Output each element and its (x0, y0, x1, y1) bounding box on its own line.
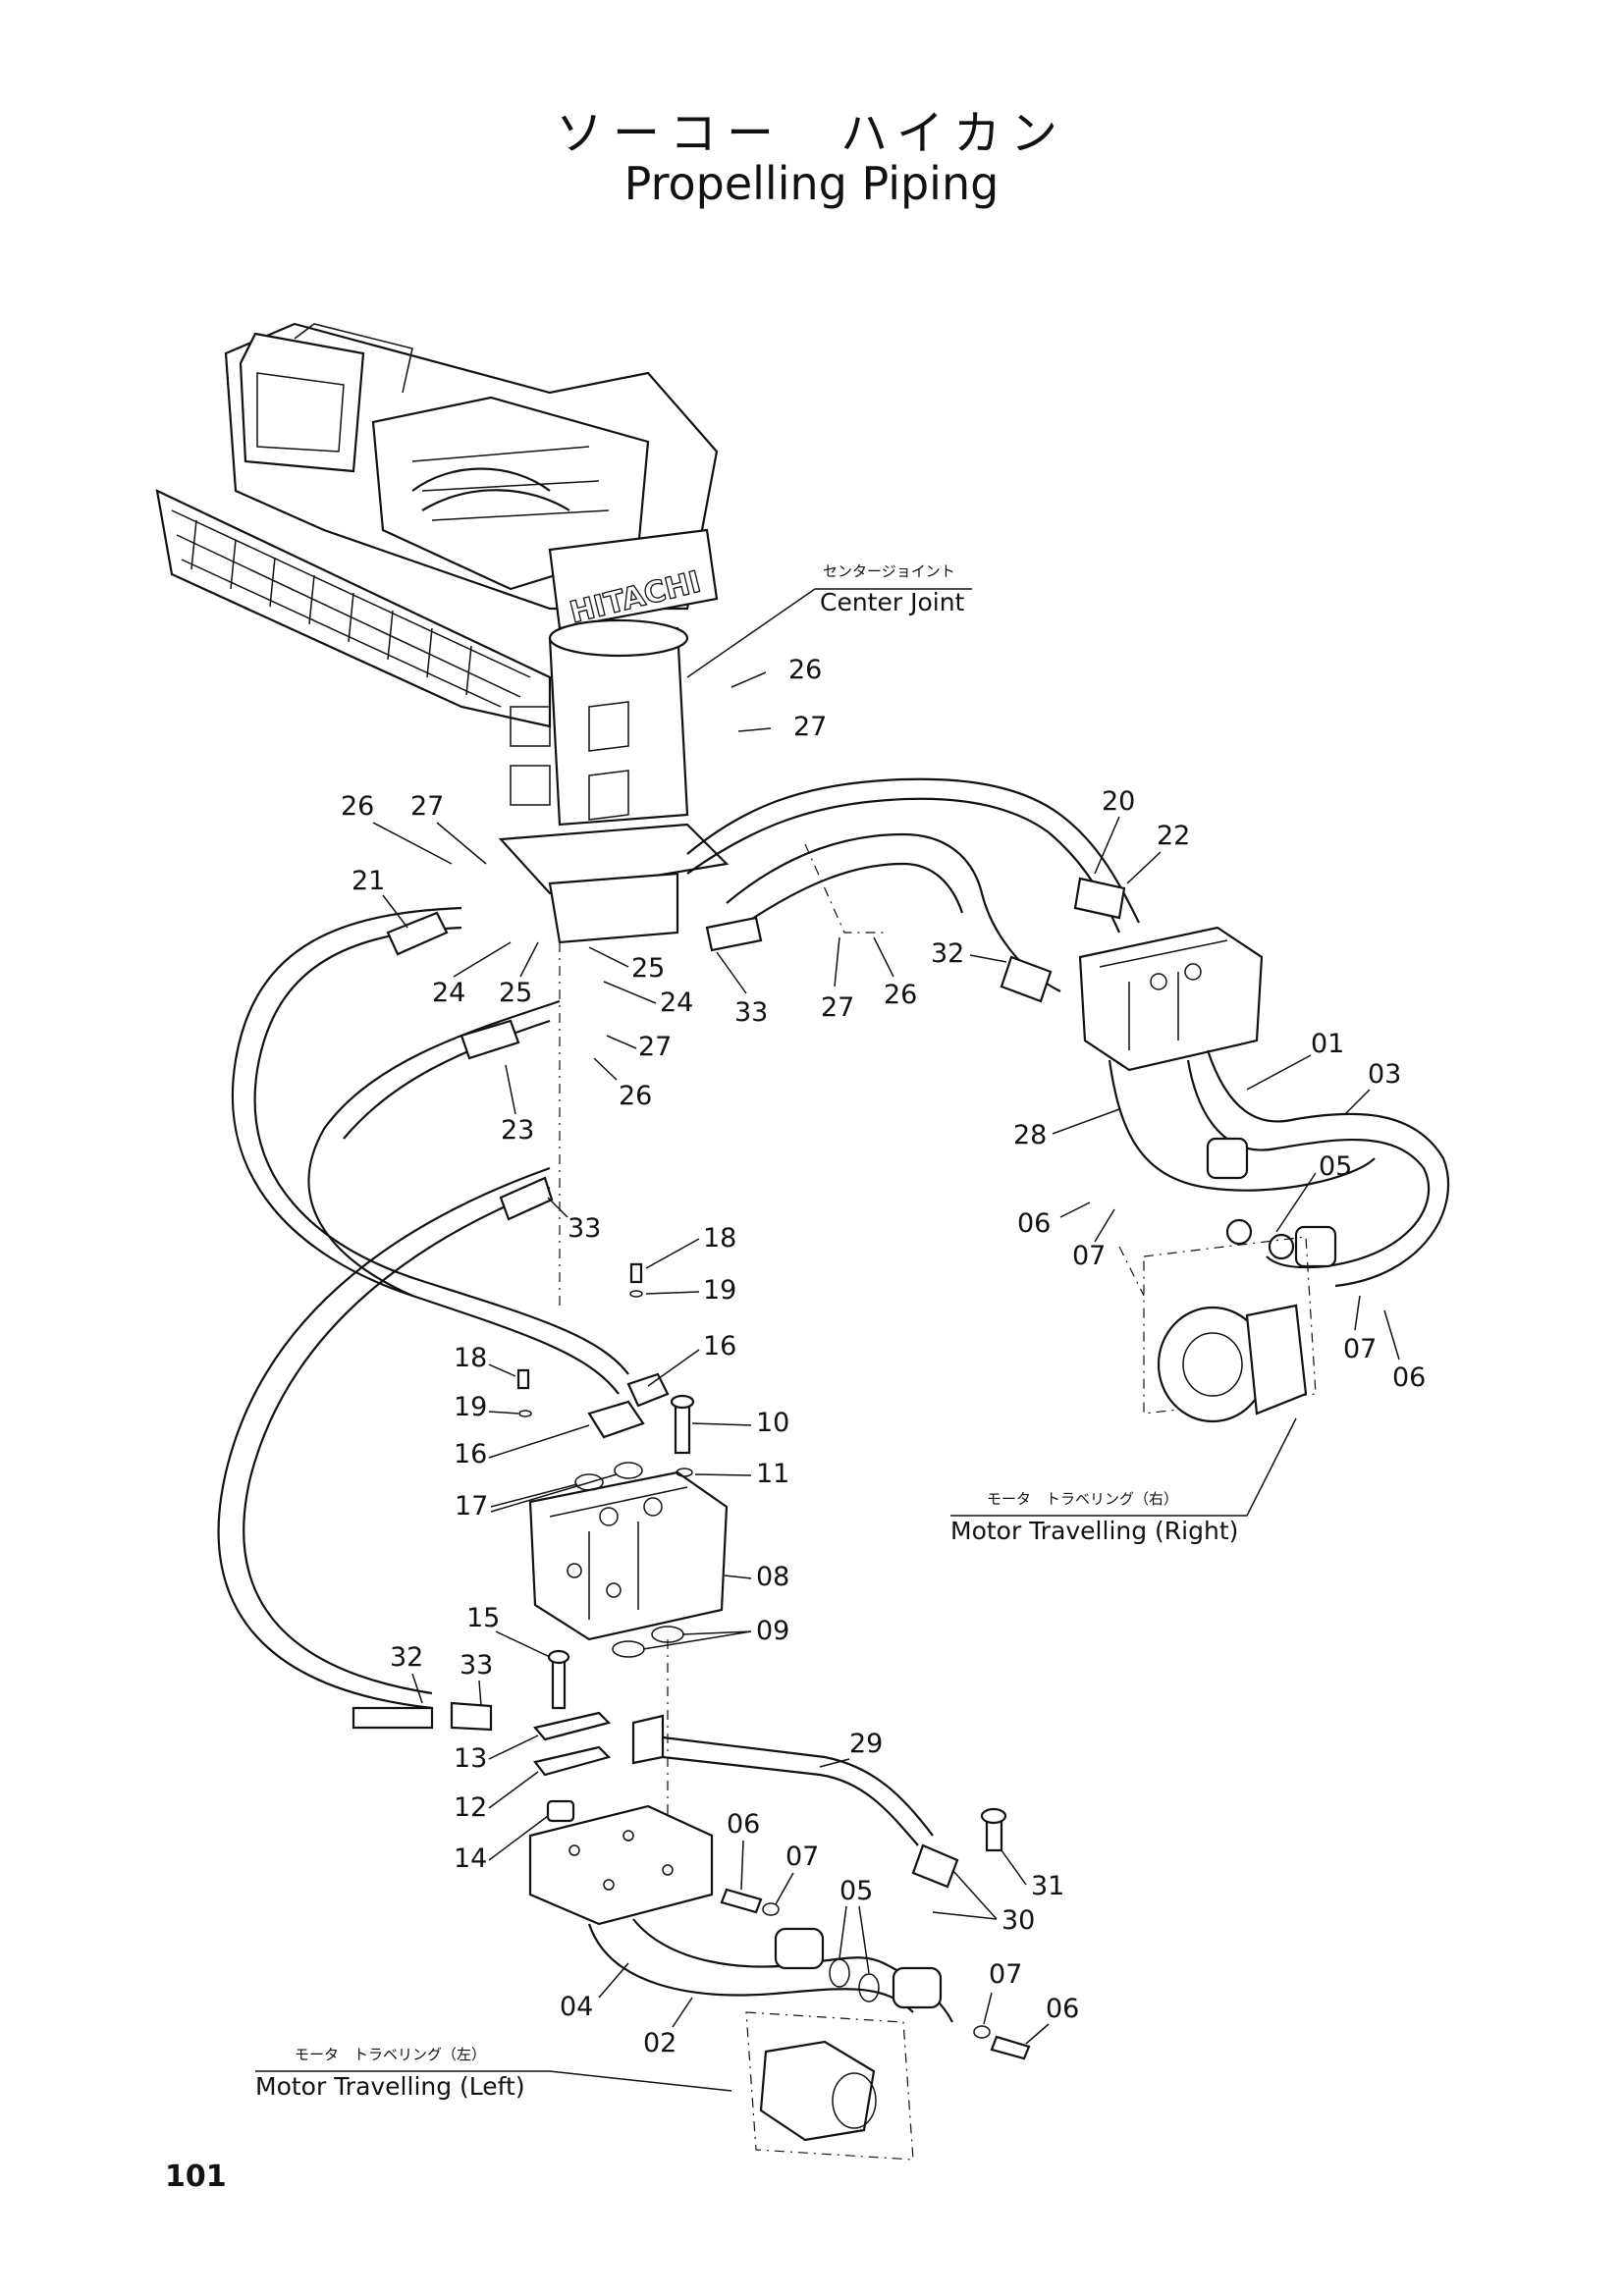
callout-19: 19 (454, 1392, 487, 1422)
right-travel-motor (1143, 1236, 1317, 1423)
axis-line (1118, 1246, 1145, 1297)
callout-07: 07 (1072, 1241, 1106, 1271)
center-joint-label: センタージョイント Center Joint (686, 562, 972, 678)
callout-26: 26 (341, 791, 374, 822)
callout-16: 16 (454, 1439, 487, 1469)
callout-05: 05 (1319, 1151, 1352, 1182)
callout-26: 26 (619, 1081, 652, 1111)
callout-15: 15 (466, 1603, 500, 1633)
callout-23: 23 (501, 1115, 534, 1146)
callout-30: 30 (1001, 1905, 1035, 1936)
callout-08: 08 (756, 1562, 789, 1592)
callout-13: 13 (454, 1743, 487, 1774)
callout-31: 31 (1031, 1871, 1064, 1901)
motor-right-label: モータ トラベリング（右） Motor Travelling (Right) (950, 1417, 1297, 1545)
callout-26: 26 (884, 980, 917, 1010)
callout-07: 07 (785, 1842, 819, 1872)
callout-24: 24 (660, 988, 693, 1018)
callout-07: 07 (989, 1959, 1022, 1990)
callout-10: 10 (756, 1408, 789, 1438)
motor-right-label-en: Motor Travelling (Right) (950, 1517, 1238, 1545)
callout-19: 19 (703, 1275, 736, 1306)
page-title-english: Propelling Piping (623, 157, 1000, 210)
callout-12: 12 (454, 1792, 487, 1823)
center-joint-label-en: Center Joint (820, 588, 965, 616)
callout-28: 28 (1013, 1120, 1047, 1150)
callout-33: 33 (734, 997, 768, 1028)
callout-27: 27 (793, 712, 827, 742)
callout-06: 06 (727, 1809, 760, 1840)
callout-32: 32 (390, 1642, 423, 1673)
axis-line (804, 843, 884, 934)
callout-14: 14 (454, 1843, 487, 1874)
callout-06: 06 (1392, 1362, 1426, 1393)
callout-22: 22 (1157, 821, 1190, 851)
callout-32: 32 (931, 938, 964, 969)
callout-27: 27 (410, 791, 444, 822)
central-valve-block (516, 1262, 729, 1658)
callout-01: 01 (1311, 1029, 1344, 1059)
callout-29: 29 (849, 1729, 883, 1759)
callout-16: 16 (703, 1331, 736, 1362)
callout-21: 21 (352, 866, 385, 896)
left-hoses (217, 906, 629, 1732)
callout-18: 18 (703, 1223, 736, 1254)
part-callouts: 26 27 26 27 21 24 25 25 24 33 27 26 20 2… (341, 655, 1426, 2058)
callout-17: 17 (455, 1491, 488, 1522)
callout-20: 20 (1102, 786, 1135, 817)
callout-25: 25 (631, 953, 665, 984)
callout-25: 25 (499, 978, 532, 1008)
motor-left-label-jp: モータ トラベリング（左） (295, 2046, 486, 2063)
motor-left-label: モータ トラベリング（左） Motor Travelling (Left) (255, 2046, 732, 2101)
right-hoses (686, 777, 1140, 1003)
excavator-illustration: HITACHI (155, 322, 730, 944)
motor-right-label-jp: モータ トラベリング（右） (987, 1490, 1178, 1508)
callout-09: 09 (756, 1616, 789, 1646)
base-bracket (528, 1649, 1031, 2060)
callout-33: 33 (568, 1213, 601, 1244)
callout-24: 24 (432, 978, 465, 1008)
callout-06: 06 (1017, 1208, 1051, 1239)
callout-05: 05 (839, 1876, 873, 1906)
right-valve-block (1078, 926, 1450, 1288)
callout-27: 27 (638, 1032, 672, 1062)
motor-left-label-en: Motor Travelling (Left) (255, 2072, 525, 2101)
page-number: 101 (165, 2160, 227, 2194)
callout-18: 18 (454, 1343, 487, 1373)
center-joint-label-jp: センタージョイント (823, 562, 955, 580)
callout-04: 04 (560, 1992, 593, 2022)
callout-06: 06 (1046, 1994, 1079, 2024)
left-travel-motor (745, 2011, 914, 2161)
callout-11: 11 (756, 1459, 789, 1489)
callout-33: 33 (460, 1650, 493, 1681)
callout-02: 02 (643, 2028, 676, 2058)
callout-26: 26 (788, 655, 822, 685)
callout-27: 27 (821, 992, 854, 1023)
page-title-japanese: ソーコー ハイカン (555, 106, 1068, 161)
callout-03: 03 (1368, 1059, 1401, 1090)
callout-07: 07 (1343, 1334, 1377, 1364)
